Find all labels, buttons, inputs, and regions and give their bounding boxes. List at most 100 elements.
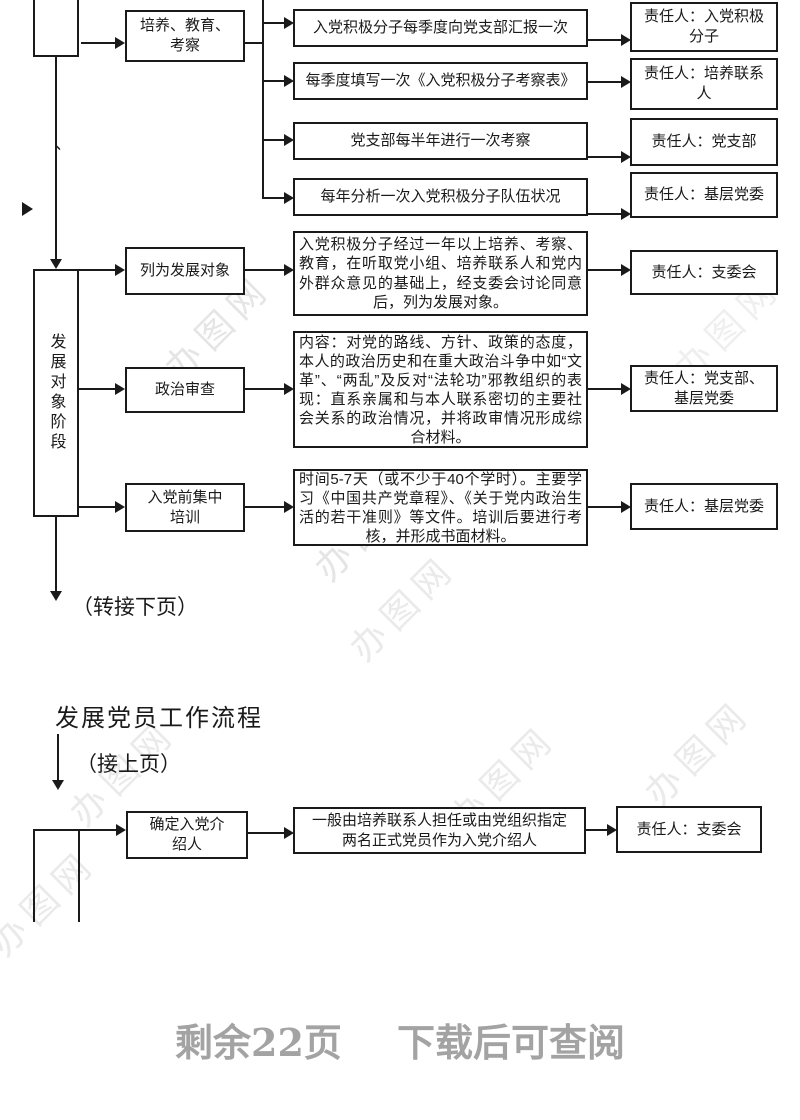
watermark: 办图网 xyxy=(341,546,464,669)
detail-box: 入党积极分子经过一年以上培养、考察、教育，在听取党小组、培养联系人和党内外群众意… xyxy=(293,231,588,316)
arrow-right-icon xyxy=(284,264,294,276)
owner-label: 责任人：基层党委 xyxy=(643,497,764,515)
arrow-right-icon xyxy=(621,76,631,88)
footer-banner: 剩余22页 下载后可查阅 xyxy=(0,1012,800,1067)
owner-label: 责任人：支委会 xyxy=(651,263,757,281)
arrow-right-icon xyxy=(115,501,125,513)
arrow-right-icon xyxy=(284,17,294,29)
arrow-right-icon xyxy=(284,827,294,839)
stray-dun-mark: 、 xyxy=(55,136,72,153)
connector-line xyxy=(264,22,284,24)
owner-label: 责任人：基层党委 xyxy=(643,186,764,203)
connector-line xyxy=(55,517,57,591)
arrow-right-icon xyxy=(115,383,125,395)
connector-line xyxy=(79,506,115,508)
step-box-introducer: 确定入党介绍人 xyxy=(126,811,248,859)
arrow-right-icon xyxy=(115,264,125,276)
watermark: 办图网 xyxy=(0,841,104,964)
owner-box: 责任人：基层党委 xyxy=(630,483,778,530)
watermark: 办图网 xyxy=(636,691,759,814)
task-box: 入党积极分子每季度向党支部汇报一次 xyxy=(293,9,588,47)
detail-box: 内容：对党的路线、方针、政策的态度，本人的政治历史和在重大政治斗争中如“文革”、… xyxy=(293,331,588,448)
remaining-pages-text: 剩余22页 xyxy=(175,1020,342,1065)
stage-box-cutoff-left-edge xyxy=(33,829,35,922)
download-hint-text: 下载后可查阅 xyxy=(396,1020,625,1065)
owner-box: 责任人：基层党委 xyxy=(630,172,778,218)
owner-label: 责任人：党支部、基层党委 xyxy=(643,369,764,407)
from-prev-page-note: （接上页） xyxy=(76,753,181,776)
arrow-down-icon xyxy=(50,259,62,269)
arrow-right-icon xyxy=(621,501,631,513)
task-label: 每季度填写一次《入党积极分子考察表》 xyxy=(305,72,576,90)
owner-label: 责任人：培养联系人 xyxy=(643,65,764,102)
detail-text: 入党积极分子经过一年以上培养、考察、教育，在听取党小组、培养联系人和党内外群众意… xyxy=(299,235,582,312)
arrow-right-icon xyxy=(116,824,126,836)
connector-line xyxy=(588,39,621,41)
stray-arrow-icon xyxy=(22,202,33,216)
task-box: 每年分析一次入党积极分子队伍状况 xyxy=(293,178,588,216)
step-label: 列为发展对象 xyxy=(139,262,230,280)
stage-box-cutoff-right-edge xyxy=(78,829,80,922)
connector-line xyxy=(57,734,59,780)
owner-box: 责任人：党支部、基层党委 xyxy=(630,365,778,412)
stage-label: 发展对象阶段 xyxy=(47,333,65,453)
owner-box: 责任人：党支部 xyxy=(630,118,778,166)
step-label: 培养、教育、考察 xyxy=(139,17,230,54)
owner-box: 责任人：支委会 xyxy=(616,806,762,853)
connector-line xyxy=(588,506,621,508)
step-box: 政治审查 xyxy=(125,367,245,413)
connector-line xyxy=(81,42,115,44)
detail-box: 一般由培养联系人担任或由党组织指定两名正式党员作为入党介绍人 xyxy=(293,807,586,854)
connector-line xyxy=(245,388,284,390)
page-title: 发展党员工作流程 xyxy=(55,705,263,732)
arrow-right-icon xyxy=(284,383,294,395)
arrow-right-icon xyxy=(607,824,617,836)
connector-line xyxy=(588,388,621,390)
connector-line xyxy=(588,213,621,215)
step-label: 确定入党介绍人 xyxy=(149,816,225,853)
stage-box: 发展对象阶段 xyxy=(33,269,79,517)
task-box: 每季度填写一次《入党积极分子考察表》 xyxy=(293,62,588,100)
connector-line xyxy=(588,269,621,271)
connector-line xyxy=(55,45,57,259)
connector-line xyxy=(264,139,284,141)
task-box: 党支部每半年进行一次考察 xyxy=(293,122,588,160)
step-box: 列为发展对象 xyxy=(125,247,245,295)
step-label: 入党前集中培训 xyxy=(147,488,223,526)
arrow-right-icon xyxy=(621,383,631,395)
connector-line xyxy=(264,80,284,82)
connector-spine xyxy=(262,0,264,199)
detail-text: 一般由培养联系人担任或由党组织指定两名正式党员作为入党介绍人 xyxy=(311,811,567,849)
arrow-right-icon xyxy=(621,208,631,220)
step-label: 政治审查 xyxy=(154,381,215,399)
owner-label: 责任人：党支部 xyxy=(651,133,757,150)
to-next-page-note: （转接下页） xyxy=(72,596,198,619)
arrow-right-icon xyxy=(115,37,125,49)
connector-line xyxy=(79,269,115,271)
connector-line xyxy=(245,506,284,508)
connector-line xyxy=(588,156,621,158)
arrow-right-icon xyxy=(284,192,294,204)
owner-box: 责任人：支委会 xyxy=(630,250,778,295)
step-box: 入党前集中培训 xyxy=(125,483,245,532)
task-label: 党支部每半年进行一次考察 xyxy=(350,132,531,150)
detail-box: 时间5-7天（或不少于40个学时）。主要学习《中国共产党章程》、《关于党内政治生… xyxy=(293,469,588,546)
owner-label: 责任人：入党积极分子 xyxy=(643,8,764,45)
detail-text: 时间5-7天（或不少于40个学时）。主要学习《中国共产党章程》、《关于党内政治生… xyxy=(299,470,582,545)
arrow-right-icon xyxy=(621,151,631,163)
task-label: 入党积极分子每季度向党支部汇报一次 xyxy=(312,19,568,37)
previous-stage-box-cutoff xyxy=(33,0,79,57)
arrow-right-icon xyxy=(284,134,294,146)
connector-line xyxy=(264,197,284,199)
connector-line xyxy=(588,81,621,83)
arrow-right-icon xyxy=(284,501,294,513)
arrow-right-icon xyxy=(284,75,294,87)
arrow-down-icon xyxy=(52,780,64,790)
owner-box: 责任人：培养联系人 xyxy=(630,58,778,110)
task-label: 每年分析一次入党积极分子队伍状况 xyxy=(320,188,561,206)
owner-label: 责任人：支委会 xyxy=(636,820,742,838)
connector-line xyxy=(586,829,607,831)
arrow-right-icon xyxy=(621,34,631,46)
connector-line xyxy=(248,832,284,834)
